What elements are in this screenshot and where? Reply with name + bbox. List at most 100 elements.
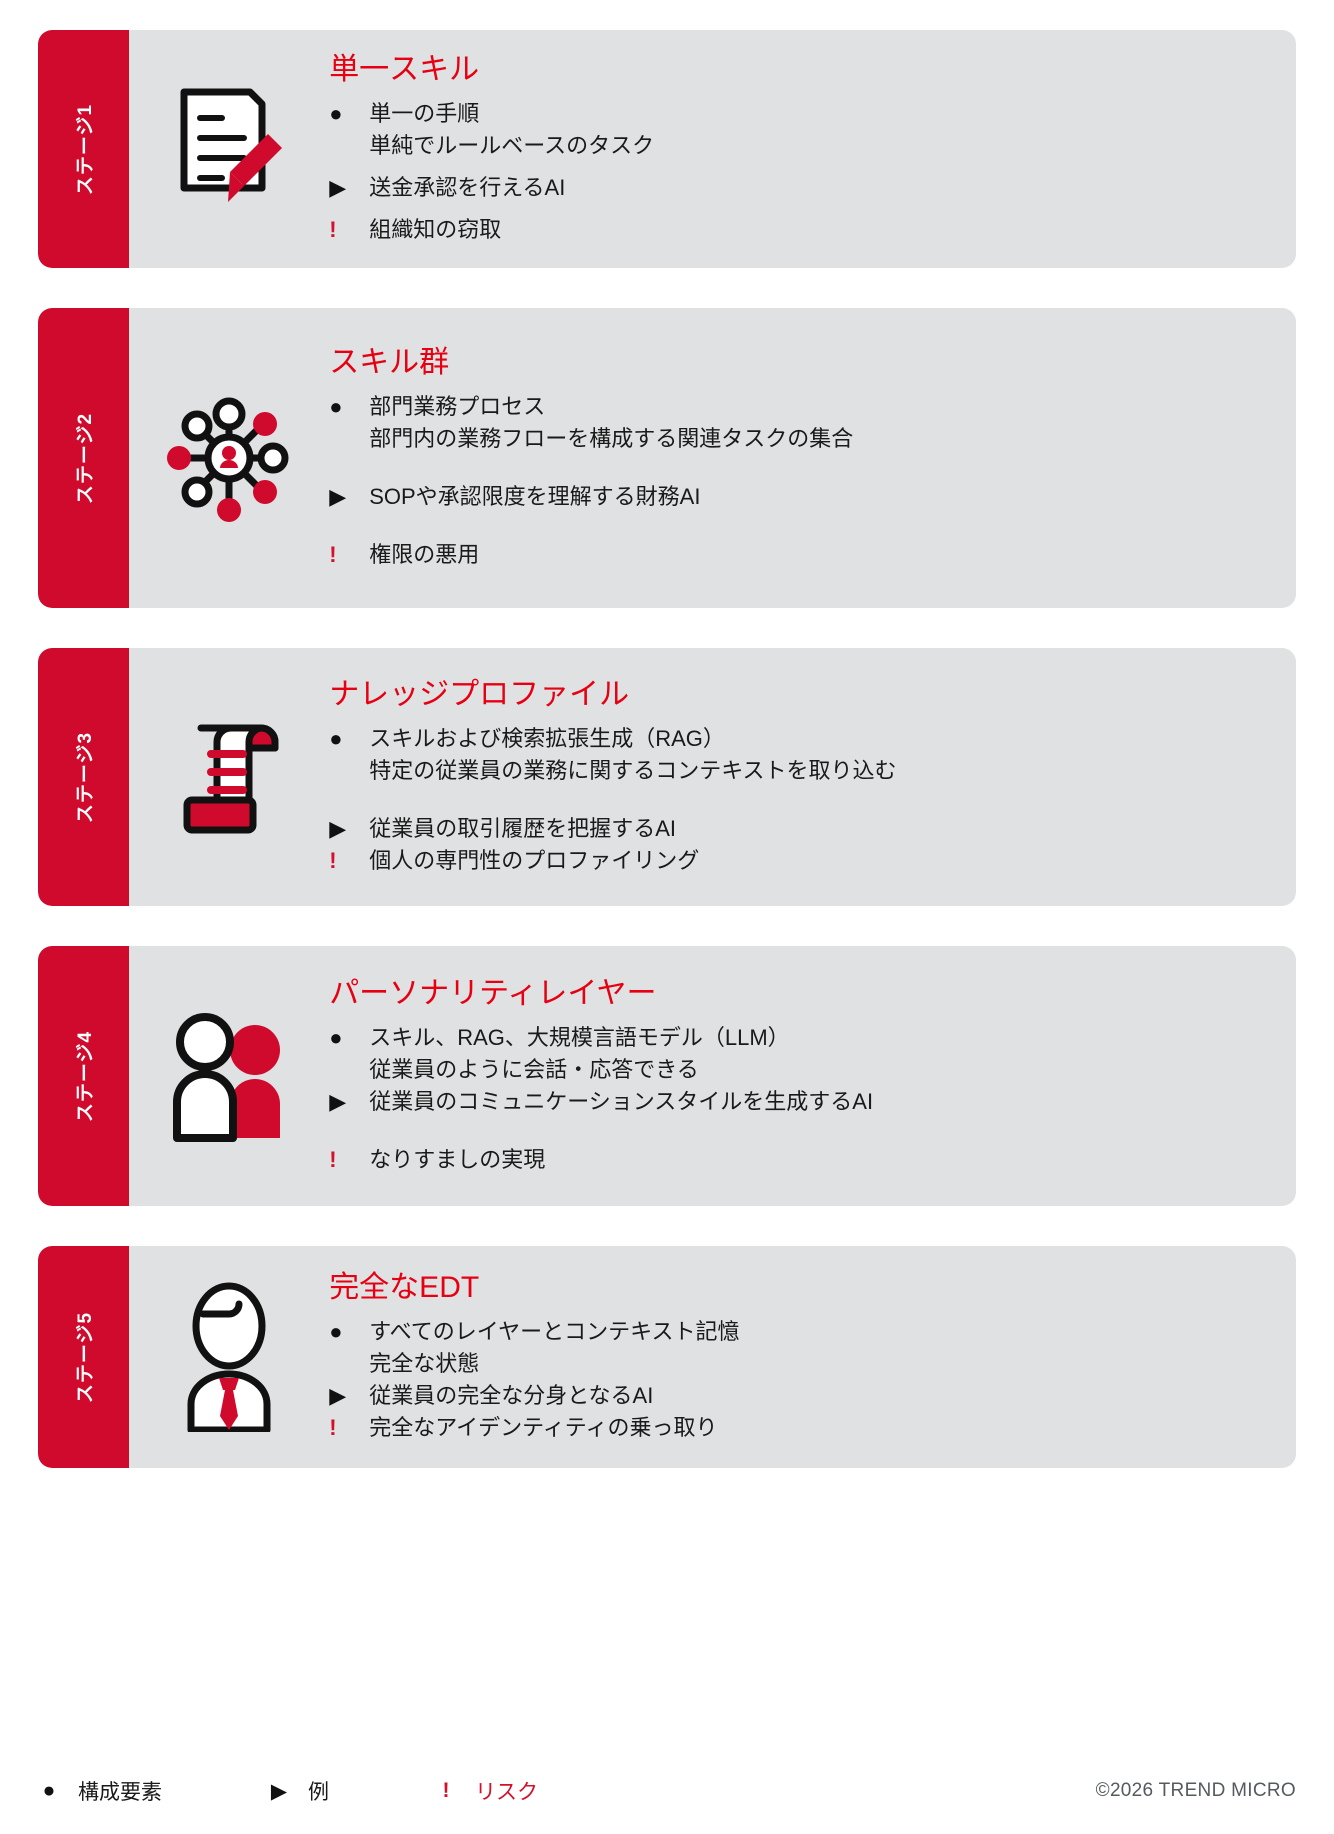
legend-label-component: 構成要素 bbox=[78, 1781, 162, 1804]
example-row: ▶ 従業員のコミュニケーションスタイルを生成するAI bbox=[329, 1086, 1270, 1118]
legend: ● 構成要素 ▶ 例 ! リスク ©2026 TREND MICRO bbox=[38, 1776, 1296, 1806]
component-row: ● すべてのレイヤーとコンテキスト記憶 bbox=[329, 1316, 1270, 1348]
example-text: SOPや承認限度を理解する財務AI bbox=[369, 484, 701, 509]
legend-item-risk: ! リスク bbox=[435, 1776, 539, 1806]
card-title: 完全なEDT bbox=[329, 1271, 480, 1305]
stage-tab-2: ステージ2 bbox=[38, 308, 130, 608]
card-body-5: 完全なEDT ● すべてのレイヤーとコンテキスト記憶 ● 完全な状態 ▶ 従業員… bbox=[329, 1246, 1296, 1468]
component-marker: ● bbox=[329, 1319, 343, 1345]
example-marker: ▶ bbox=[329, 1089, 347, 1114]
risk-row: ! 組織知の窃取 bbox=[329, 214, 1270, 246]
businessman-icon bbox=[129, 1246, 329, 1468]
stage-tab-3: ステージ3 bbox=[38, 648, 130, 906]
card-title: パーソナリティレイヤー bbox=[329, 977, 657, 1011]
component-sub-row: ● 部門内の業務フローを構成する関連タスクの集合 bbox=[329, 423, 1270, 455]
legend-label-risk: リスク bbox=[475, 1781, 538, 1804]
risk-text: 権限の悪用 bbox=[369, 541, 480, 567]
stage-card-2: ステージ2 bbox=[38, 308, 1296, 608]
risk-row: ! 権限の悪用 bbox=[329, 539, 1270, 571]
example-marker: ▶ bbox=[329, 484, 347, 509]
network-hub-icon bbox=[129, 308, 329, 608]
example-marker: ▶ bbox=[329, 816, 347, 841]
example-text: 従業員の完全な分身となるAI bbox=[369, 1383, 654, 1408]
stage-tab-label: ステージ2 bbox=[75, 412, 97, 504]
example-text: 送金承認を行えるAI bbox=[369, 175, 566, 200]
spacer bbox=[329, 455, 1270, 481]
component-row: ● 部門業務プロセス bbox=[329, 391, 1270, 423]
legend-label-example: 例 bbox=[308, 1781, 329, 1804]
risk-marker: ! bbox=[329, 216, 337, 242]
component-sub-text: 特定の従業員の業務に関するコンテキストを取り込む bbox=[369, 758, 897, 784]
component-sub-row: ● 単純でルールベースのタスク bbox=[329, 130, 1270, 162]
component-row: ● スキルおよび検索拡張生成（RAG） bbox=[329, 723, 1270, 755]
component-text: 単一の手順 bbox=[369, 101, 480, 127]
card-body-4: パーソナリティレイヤー ● スキル、RAG、大規模言語モデル（LLM） ● 従業… bbox=[329, 946, 1296, 1206]
risk-text: 個人の専門性のプロファイリング bbox=[369, 847, 700, 873]
card-title: 単一スキル bbox=[329, 53, 480, 87]
document-pencil-icon bbox=[129, 30, 329, 268]
component-sub-text: 従業員のように会話・応答できる bbox=[369, 1057, 699, 1083]
example-text: 従業員の取引履歴を把握するAI bbox=[369, 816, 676, 841]
component-text: スキルおよび検索拡張生成（RAG） bbox=[369, 726, 725, 752]
risk-row: ! 完全なアイデンティティの乗っ取り bbox=[329, 1412, 1270, 1444]
stage-tab-label: ステージ4 bbox=[75, 1030, 97, 1122]
component-marker: ● bbox=[329, 394, 343, 420]
component-row: ● 単一の手順 bbox=[329, 98, 1270, 130]
card-body-3: ナレッジプロファイル ● スキルおよび検索拡張生成（RAG） ● 特定の従業員の… bbox=[329, 648, 1296, 906]
component-marker: ● bbox=[42, 1779, 56, 1802]
risk-marker: ! bbox=[329, 1146, 337, 1172]
card-title: スキル群 bbox=[329, 346, 450, 380]
risk-row: ! 個人の専門性のプロファイリング bbox=[329, 845, 1270, 877]
component-sub-row: ● 特定の従業員の業務に関するコンテキストを取り込む bbox=[329, 755, 1270, 787]
card-body-1: 単一スキル ● 単一の手順 ● 単純でルールベースのタスク ▶ 送金承認を行える… bbox=[329, 30, 1296, 268]
spacer bbox=[329, 1118, 1270, 1144]
example-marker: ▶ bbox=[270, 1779, 288, 1803]
spacer bbox=[329, 513, 1270, 539]
component-text: すべてのレイヤーとコンテキスト記憶 bbox=[369, 1319, 740, 1345]
spacer bbox=[329, 204, 1270, 214]
component-sub-row: ● 完全な状態 bbox=[329, 1348, 1270, 1380]
example-row: ▶ 送金承認を行えるAI bbox=[329, 172, 1270, 204]
risk-text: なりすましの実現 bbox=[369, 1146, 546, 1172]
risk-row: ! なりすましの実現 bbox=[329, 1144, 1270, 1176]
risk-marker: ! bbox=[442, 1779, 450, 1802]
risk-text: 組織知の窃取 bbox=[369, 216, 502, 242]
legend-item-component: ● 構成要素 bbox=[38, 1776, 162, 1806]
risk-marker: ! bbox=[329, 541, 337, 567]
stage-tab-4: ステージ4 bbox=[38, 946, 130, 1206]
component-marker: ● bbox=[329, 1025, 343, 1051]
component-sub-text: 部門内の業務フローを構成する関連タスクの集合 bbox=[369, 426, 854, 452]
card-body-2: スキル群 ● 部門業務プロセス ● 部門内の業務フローを構成する関連タスクの集合… bbox=[329, 308, 1296, 608]
example-row: ▶ 従業員の完全な分身となるAI bbox=[329, 1380, 1270, 1412]
spacer bbox=[329, 787, 1270, 813]
two-people-icon bbox=[129, 946, 329, 1206]
example-text: 従業員のコミュニケーションスタイルを生成するAI bbox=[369, 1089, 874, 1114]
scroll-icon bbox=[129, 648, 329, 906]
copyright-text: ©2026 TREND MICRO bbox=[1095, 1780, 1296, 1801]
stage-tab-1: ステージ1 bbox=[38, 30, 130, 268]
component-marker: ● bbox=[329, 726, 343, 752]
legend-item-example: ▶ 例 bbox=[268, 1776, 329, 1806]
risk-marker: ! bbox=[329, 847, 337, 873]
example-row: ▶ SOPや承認限度を理解する財務AI bbox=[329, 481, 1270, 513]
component-sub-text: 完全な状態 bbox=[369, 1351, 480, 1377]
component-row: ● スキル、RAG、大規模言語モデル（LLM） bbox=[329, 1022, 1270, 1054]
spacer bbox=[329, 162, 1270, 172]
card-title: ナレッジプロファイル bbox=[329, 678, 630, 712]
stage-tab-label: ステージ5 bbox=[75, 1311, 97, 1403]
component-text: スキル、RAG、大規模言語モデル（LLM） bbox=[369, 1025, 790, 1051]
stage-card-4: ステージ4 パーソナリティレイヤー ● スキル、RAG、大規模言語モデル（LLM… bbox=[38, 946, 1296, 1206]
stage-card-5: ステージ5 完全なEDT ● すべてのレイヤーとコンテキスト記憶 ● 完全な状態 bbox=[38, 1246, 1296, 1468]
component-text: 部門業務プロセス bbox=[369, 394, 546, 420]
component-sub-row: ● 従業員のように会話・応答できる bbox=[329, 1054, 1270, 1086]
example-row: ▶ 従業員の取引履歴を把握するAI bbox=[329, 813, 1270, 845]
risk-text: 完全なアイデンティティの乗っ取り bbox=[369, 1414, 718, 1440]
stage-tab-5: ステージ5 bbox=[38, 1246, 130, 1468]
stage-card-1: ステージ1 単一スキル ● 単一の手順 ● 単純でルールベースのタスク bbox=[38, 30, 1296, 268]
stage-tab-label: ステージ1 bbox=[75, 103, 97, 195]
component-sub-text: 単純でルールベースのタスク bbox=[369, 133, 655, 159]
example-marker: ▶ bbox=[329, 1383, 347, 1408]
stage-tab-label: ステージ3 bbox=[75, 731, 97, 823]
stage-card-3: ステージ3 ナレッジプロファイル ● スキルおよび検索拡張生成（RAG） ● 特… bbox=[38, 648, 1296, 906]
